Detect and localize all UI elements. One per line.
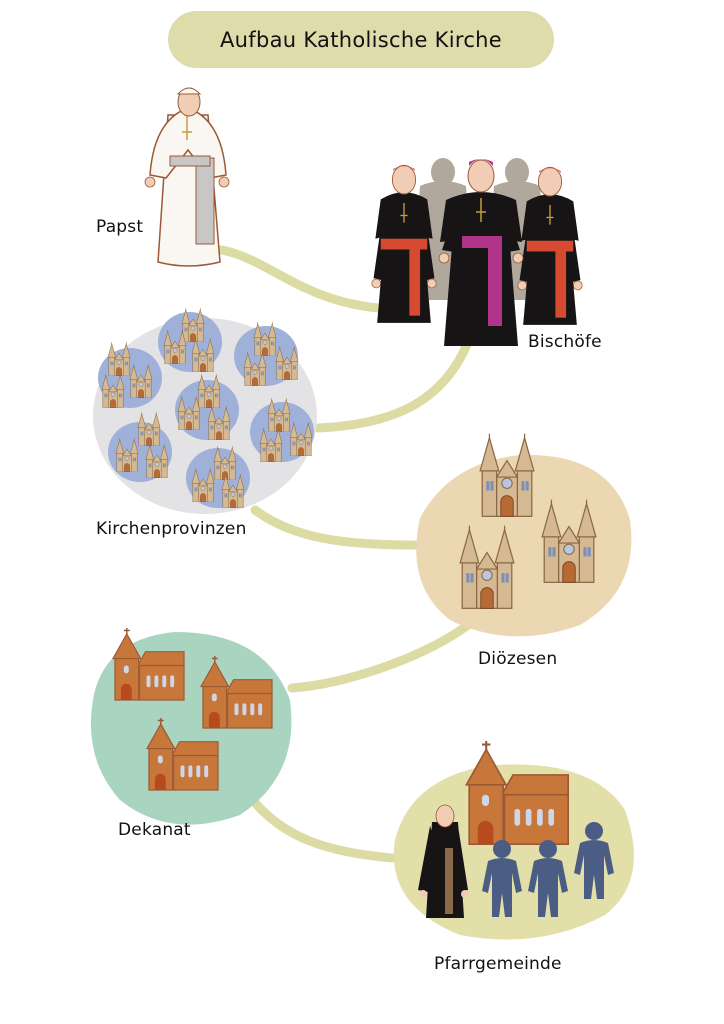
label-dioezesen: Diözesen (478, 649, 558, 669)
connectors (217, 245, 473, 863)
connector-dekanat-pfarrgemeinde (240, 785, 397, 863)
label-pfarrgemeinde: Pfarrgemeinde (434, 954, 562, 974)
label-papst: Papst (96, 217, 144, 237)
connector-bischoefe-provinzen (313, 337, 473, 433)
label-bischoefe: Bischöfe (528, 332, 602, 352)
page-title: Aufbau Katholische Kirche (219, 27, 503, 52)
connector-provinzen-dioezesen (250, 505, 420, 550)
bischoefe-group (371, 158, 583, 346)
pfarrgemeinde-cluster (393, 739, 634, 940)
connector-papst-bischoefe (217, 245, 383, 313)
priest-figure (418, 804, 469, 918)
dekanat-cluster (90, 627, 292, 825)
title-banner: Aufbau Katholische Kirche (168, 11, 554, 68)
dioezesen-cluster (416, 433, 632, 637)
kirchenprovinzen-cluster (93, 308, 317, 514)
connector-dioezesen-dekanat (287, 620, 473, 693)
papst-figure (144, 87, 230, 267)
label-kirchenprovinzen: Kirchenprovinzen (96, 519, 247, 539)
label-dekanat: Dekanat (118, 820, 191, 840)
